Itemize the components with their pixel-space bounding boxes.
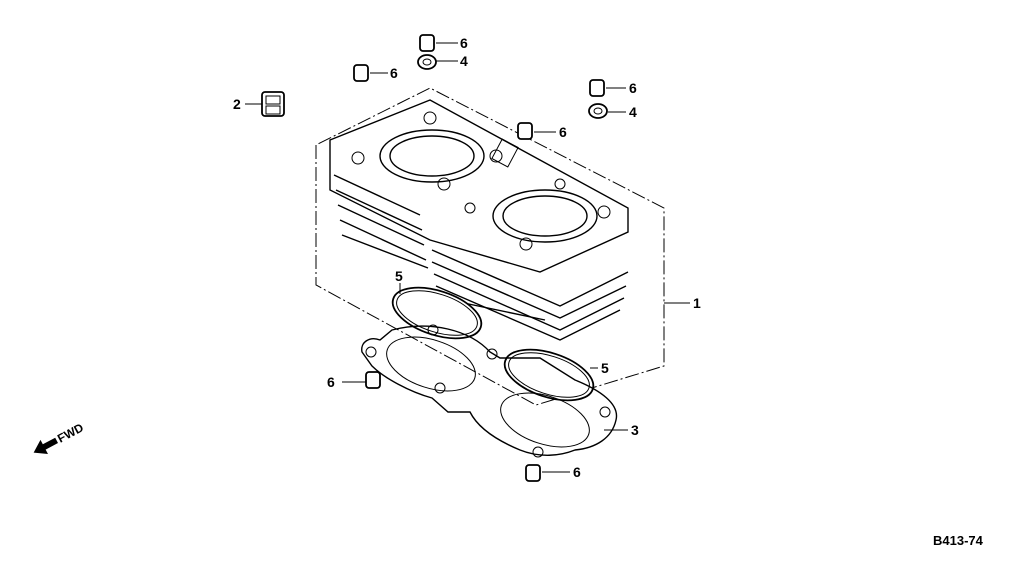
leader-lines bbox=[245, 42, 690, 473]
callout-4: 4 bbox=[629, 104, 637, 120]
callout-1: 1 bbox=[693, 295, 701, 311]
dowel-pin-5 bbox=[365, 371, 381, 389]
callout-5: 5 bbox=[395, 268, 403, 284]
cylinder-base-gasket bbox=[361, 324, 618, 458]
o-ring-small-1 bbox=[417, 54, 437, 70]
dowel-pin-2 bbox=[353, 64, 369, 82]
fwd-indicator: FWD bbox=[33, 420, 86, 455]
fwd-label: FWD bbox=[55, 420, 86, 445]
dowel-pin-1 bbox=[419, 34, 435, 52]
o-ring-right bbox=[503, 348, 595, 402]
callout-3: 3 bbox=[631, 422, 639, 438]
dowel-pin-3 bbox=[589, 79, 605, 97]
callout-6: 6 bbox=[559, 124, 567, 140]
cylinder-block bbox=[315, 87, 665, 406]
callout-2: 2 bbox=[233, 96, 241, 112]
o-ring-small-2 bbox=[588, 103, 608, 119]
callout-4: 4 bbox=[460, 53, 468, 69]
callout-6: 6 bbox=[460, 35, 468, 51]
diagram-code: B413-74 bbox=[933, 533, 984, 548]
dowel-pin-4 bbox=[517, 122, 533, 140]
callout-6: 6 bbox=[573, 464, 581, 480]
callout-6: 6 bbox=[629, 80, 637, 96]
callout-5: 5 bbox=[601, 360, 609, 376]
clip bbox=[261, 91, 285, 117]
dowel-pin-6 bbox=[525, 464, 541, 482]
callout-6: 6 bbox=[390, 65, 398, 81]
callout-6: 6 bbox=[327, 374, 335, 390]
fwd-arrow-icon bbox=[33, 437, 59, 455]
